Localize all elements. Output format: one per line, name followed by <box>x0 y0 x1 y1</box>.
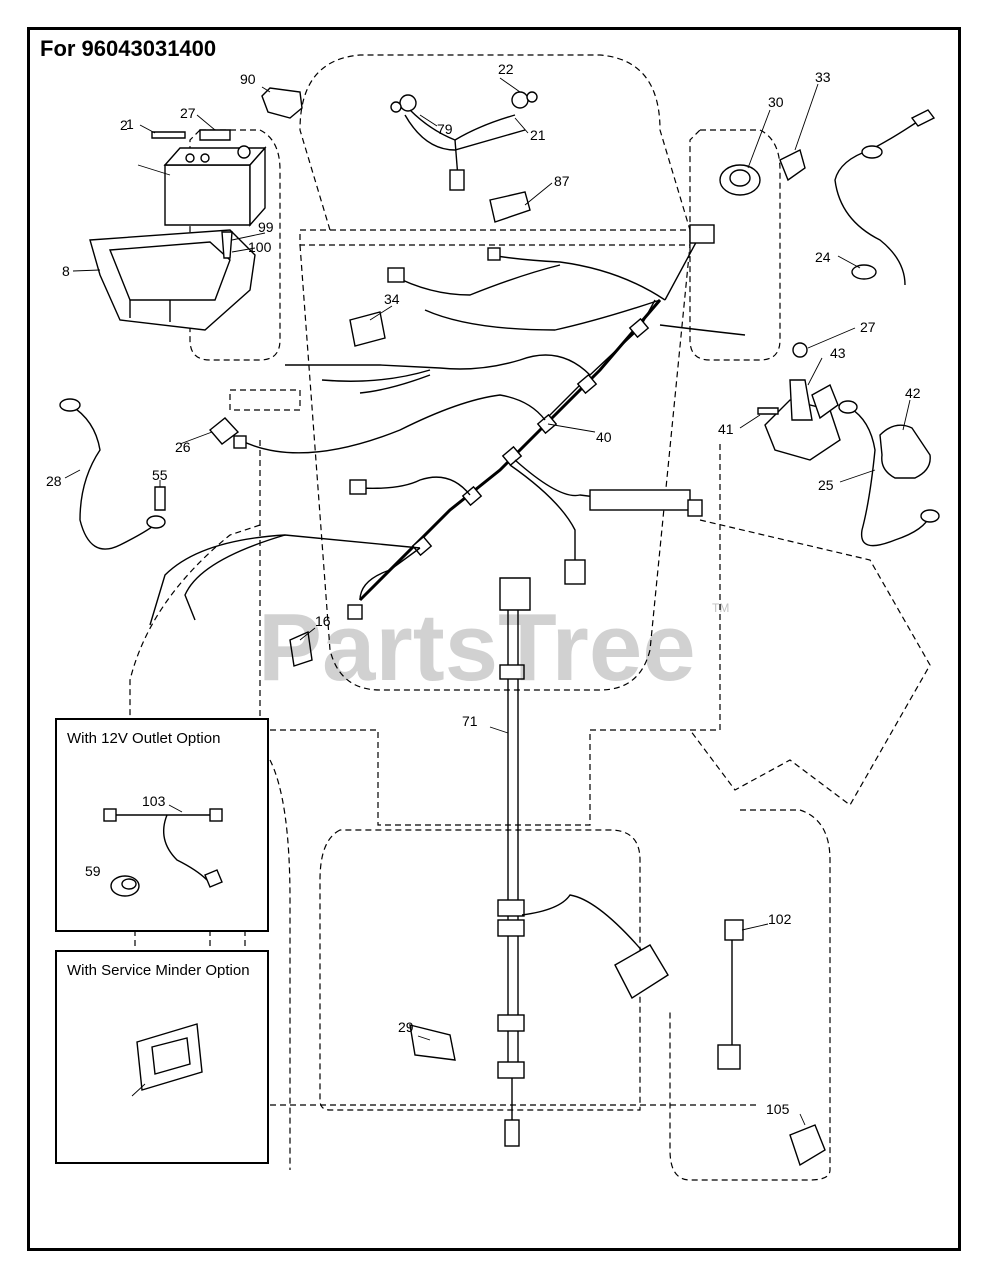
trademark-symbol: TM <box>712 601 729 615</box>
callout-100: 100 <box>248 239 272 255</box>
service-minder-display <box>151 1037 191 1075</box>
minder-option-title: With Service Minder Option <box>67 962 250 979</box>
callout-99: 99 <box>258 219 274 235</box>
boot-42 <box>879 424 931 479</box>
cable-28 <box>59 398 166 550</box>
callout-34: 34 <box>384 291 400 307</box>
harness-71 <box>497 577 669 1147</box>
switch-29 <box>409 1024 456 1061</box>
callout-40: 40 <box>596 429 612 445</box>
callout-42: 42 <box>905 385 921 401</box>
connector-right <box>209 808 223 822</box>
battery-tray <box>89 229 256 331</box>
callout-8: 8 <box>62 263 70 279</box>
leader-103 <box>168 804 183 813</box>
switch-34 <box>349 311 386 347</box>
tractor-outline <box>129 54 931 1181</box>
callout-90: 90 <box>240 71 256 87</box>
parts-tree-watermark: PartsTree <box>258 594 696 701</box>
cable-24 <box>834 109 936 286</box>
callout-21: 21 <box>530 127 546 143</box>
harness-102 <box>717 919 744 1070</box>
bolt-41 <box>757 407 779 415</box>
cable-25 <box>838 400 940 547</box>
callout-41: 41 <box>718 421 734 437</box>
relay-16 <box>289 630 313 667</box>
callout-26: 26 <box>175 439 191 455</box>
callout-24: 24 <box>815 249 831 265</box>
callout-16: 16 <box>315 613 331 629</box>
callout-102: 102 <box>768 911 792 927</box>
callout-59: 59 <box>85 863 101 879</box>
terminal-cap <box>261 87 303 119</box>
model-number-title: For 96043031400 <box>40 36 217 61</box>
outlet-option-drawing: 103 59 <box>85 793 223 897</box>
switch-105 <box>789 1124 826 1167</box>
outlet-option-box: With 12V Outlet Option 103 59 <box>55 718 269 932</box>
callout-105: 105 <box>766 1101 790 1117</box>
battery-bolt <box>151 129 231 141</box>
headlight-harness <box>390 91 538 191</box>
connector-branch <box>204 869 223 888</box>
switch-87 <box>489 191 531 223</box>
callout-55: 55 <box>152 467 168 483</box>
callout-33: 33 <box>815 69 831 85</box>
callout-87: 87 <box>554 173 570 189</box>
diagram-frame <box>27 27 961 1251</box>
leader-46 <box>131 1083 146 1097</box>
connector-left <box>103 808 117 822</box>
callout-71: 71 <box>462 713 478 729</box>
callout-103: 103 <box>142 793 166 809</box>
callout-2: 2 <box>120 117 128 133</box>
callout-27-right: 27 <box>860 319 876 335</box>
minder-option-box: With Service Minder Option <box>55 950 269 1164</box>
callout-30: 30 <box>768 94 784 110</box>
harness-103-branch <box>163 814 208 881</box>
key-33 <box>779 148 806 182</box>
callout-1: 1 <box>126 116 134 132</box>
callout-27-top: 27 <box>180 105 196 121</box>
ignition-switch <box>719 164 761 196</box>
outlet-option-title: With 12V Outlet Option <box>67 730 221 747</box>
power-outlet-socket <box>121 878 137 890</box>
callout-43: 43 <box>830 345 846 361</box>
callout-79: 79 <box>437 121 453 137</box>
callout-25: 25 <box>818 477 834 493</box>
callout-28: 28 <box>46 473 62 489</box>
nut-27 <box>792 342 808 358</box>
solenoid <box>764 379 841 461</box>
battery <box>163 145 267 227</box>
wire-harness <box>149 224 746 626</box>
leader-lines <box>64 77 911 1126</box>
callout-29: 29 <box>398 1019 414 1035</box>
bolt-99 <box>221 231 233 259</box>
bolt-55 <box>154 486 166 511</box>
minder-option-drawing <box>131 1023 203 1097</box>
callout-22: 22 <box>498 61 514 77</box>
